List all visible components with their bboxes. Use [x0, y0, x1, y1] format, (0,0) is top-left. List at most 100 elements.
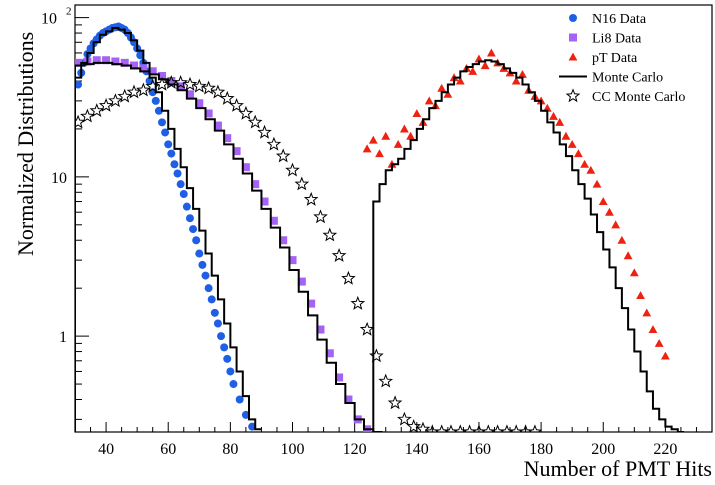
data-point — [549, 111, 558, 120]
data-point — [393, 139, 403, 148]
data-point — [164, 140, 173, 149]
data-point — [158, 118, 167, 127]
data-point — [605, 207, 614, 216]
data-point — [359, 321, 375, 336]
data-point — [98, 98, 114, 112]
data-point — [511, 76, 521, 85]
legend-item: N16 Data — [569, 12, 647, 27]
data-point — [173, 74, 188, 89]
data-point — [642, 308, 652, 317]
data-point — [542, 103, 552, 112]
data-point — [297, 277, 306, 286]
data-point — [269, 216, 278, 225]
data-point — [154, 76, 170, 91]
x-tick-label: 80 — [222, 441, 238, 458]
data-point — [344, 395, 353, 404]
data-point — [648, 325, 658, 334]
data-point — [80, 108, 95, 123]
data-point — [387, 395, 403, 410]
data-point — [629, 268, 639, 277]
data-point — [173, 169, 182, 178]
x-tick-label: 200 — [591, 441, 615, 458]
data-point — [179, 190, 188, 199]
data-point — [527, 424, 543, 432]
data-point — [412, 109, 422, 118]
legend-label: Li8 Data — [592, 32, 642, 47]
data-point — [210, 308, 219, 317]
data-point — [486, 48, 496, 57]
data-point — [518, 69, 527, 78]
x-tick-label: 120 — [343, 441, 367, 458]
legend-label: Monte Carlo — [592, 71, 663, 86]
data-point — [207, 295, 216, 304]
data-point — [201, 271, 210, 280]
data-point — [567, 139, 577, 148]
legend-item: Li8 Data — [569, 32, 642, 47]
data-point — [126, 84, 142, 99]
data-point — [316, 325, 325, 334]
data-point — [468, 66, 478, 75]
y-tick-exponent: 2 — [66, 6, 72, 18]
data-point — [223, 354, 232, 363]
data-point — [191, 78, 207, 93]
series-cc-monte-carlo — [75, 74, 543, 432]
data-point — [238, 105, 254, 120]
data-point — [195, 249, 204, 258]
data-point — [204, 109, 213, 118]
monte-carlo-histogram-line — [75, 27, 262, 432]
data-point — [247, 114, 263, 129]
data-point — [151, 96, 160, 105]
data-point — [335, 373, 344, 382]
data-point — [580, 159, 589, 168]
data-point — [170, 160, 179, 169]
data-point — [260, 197, 269, 206]
data-point — [369, 348, 384, 363]
data-point — [598, 197, 608, 206]
legend-marker-swatch — [569, 14, 577, 22]
data-point — [213, 121, 222, 130]
data-point — [322, 227, 338, 242]
legend-label: CC Monte Carlo — [592, 90, 685, 105]
data-point — [660, 351, 670, 360]
data-point — [241, 163, 250, 172]
data-point — [350, 295, 366, 310]
data-point — [195, 99, 204, 108]
data-point — [313, 209, 328, 224]
data-point — [148, 67, 157, 76]
x-axis-title: Number of PMT Hits — [524, 456, 712, 481]
data-point — [555, 117, 565, 126]
legend-item: Monte Carlo — [559, 71, 663, 86]
series-li8-data — [75, 56, 372, 432]
data-point — [480, 61, 490, 70]
x-tick-label: 100 — [281, 441, 305, 458]
data-point — [108, 93, 123, 108]
data-point — [307, 299, 316, 308]
data-point — [182, 76, 198, 91]
data-point — [161, 128, 170, 137]
data-point — [223, 134, 232, 143]
data-point — [406, 131, 415, 140]
data-point — [241, 410, 250, 419]
data-point — [158, 71, 167, 80]
data-point — [368, 135, 378, 144]
data-point — [192, 236, 201, 245]
data-point — [654, 339, 664, 347]
data-point — [235, 395, 244, 404]
data-point — [120, 58, 129, 67]
data-point — [136, 51, 145, 60]
legend-item: CC Monte Carlo — [565, 88, 685, 105]
data-point — [424, 96, 434, 105]
data-point — [75, 114, 86, 129]
data-point — [136, 82, 151, 97]
y-tick-label: 10 — [51, 170, 67, 187]
data-point — [117, 88, 132, 103]
data-point — [176, 180, 185, 189]
x-tick-label: 220 — [653, 441, 677, 458]
data-point — [573, 149, 583, 158]
data-point — [145, 78, 161, 93]
data-point — [201, 80, 216, 95]
data-point — [185, 214, 194, 223]
data-point — [257, 124, 272, 139]
y-tick-label: 1 — [59, 329, 67, 346]
data-point — [130, 61, 139, 70]
